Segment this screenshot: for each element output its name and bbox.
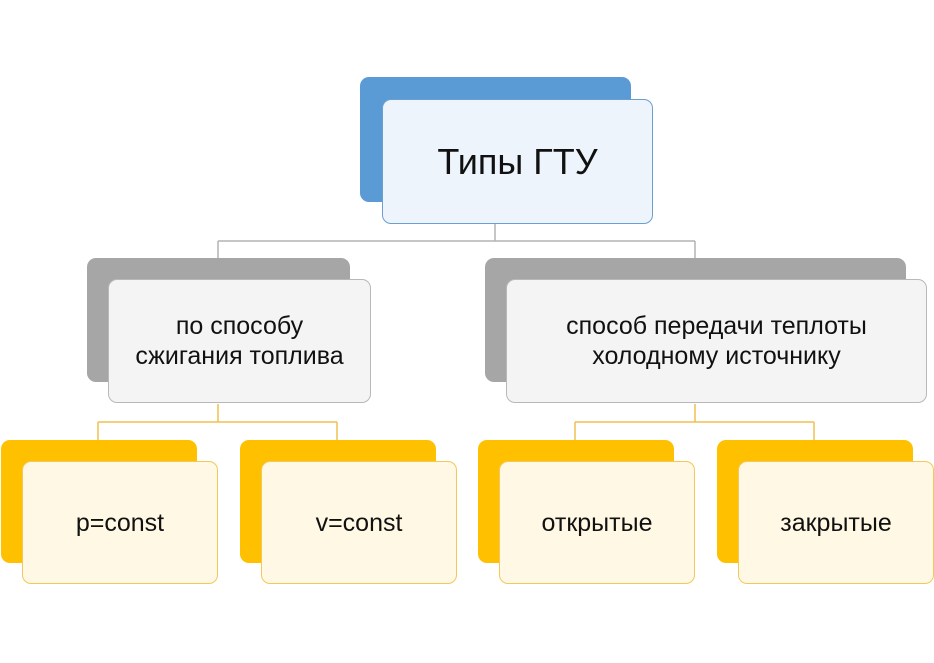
leaf-node-label: открытые [499, 461, 695, 584]
root-node-label: Типы ГТУ [382, 99, 653, 224]
leaf-node-label: p=const [22, 461, 218, 584]
branch-node-label: по способу сжигания топлива [108, 279, 371, 403]
branch-node-label: способ передачи теплоты холодному источн… [506, 279, 927, 403]
leaf-node-label: v=const [261, 461, 457, 584]
root-connectors [217, 222, 696, 258]
left-branch-connectors [97, 404, 338, 440]
leaf-node-label: закрытые [738, 461, 934, 584]
right-branch-connectors [574, 404, 815, 440]
